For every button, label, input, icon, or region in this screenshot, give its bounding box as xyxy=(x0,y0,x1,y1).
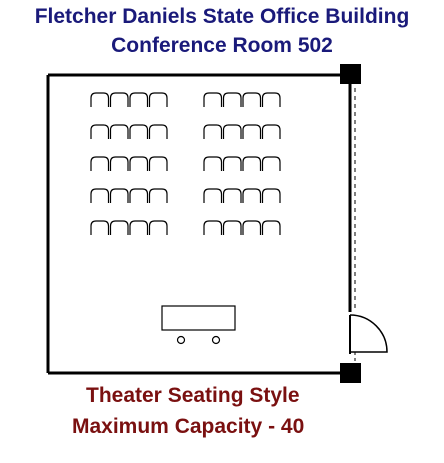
chair xyxy=(148,156,168,171)
capacity-label: Maximum Capacity - 40 xyxy=(72,415,305,438)
chair xyxy=(109,220,129,235)
chair xyxy=(203,92,223,107)
chair xyxy=(203,220,223,235)
door xyxy=(349,314,388,354)
chair xyxy=(90,124,110,139)
building-title: Fletcher Daniels State Office Building xyxy=(34,5,410,28)
column-top-right xyxy=(340,64,361,84)
column-bottom-right xyxy=(340,363,361,383)
room-walls xyxy=(46,73,352,375)
chair xyxy=(222,220,242,235)
chair xyxy=(148,188,168,203)
chair xyxy=(148,92,168,107)
chair xyxy=(109,188,129,203)
chair xyxy=(261,124,281,139)
chair xyxy=(148,220,168,235)
chair xyxy=(203,188,223,203)
table-top xyxy=(161,305,236,331)
chair xyxy=(90,156,110,171)
chair xyxy=(129,188,149,203)
chair xyxy=(242,156,262,171)
chair xyxy=(129,156,149,171)
chair xyxy=(261,220,281,235)
chair xyxy=(90,220,110,235)
chair xyxy=(109,92,129,107)
chair xyxy=(148,124,168,139)
chair xyxy=(203,124,223,139)
chair xyxy=(261,92,281,107)
lectern-table xyxy=(161,305,236,345)
chair xyxy=(242,124,262,139)
seating-area xyxy=(90,92,281,235)
room-title: Conference Room 502 xyxy=(111,34,333,57)
table-leg-left xyxy=(176,335,186,345)
chair xyxy=(222,124,242,139)
chair xyxy=(242,92,262,107)
chair xyxy=(129,124,149,139)
chair xyxy=(222,92,242,107)
chair xyxy=(261,188,281,203)
chair xyxy=(129,220,149,235)
table-leg-right xyxy=(211,335,221,345)
chair xyxy=(129,92,149,107)
chair xyxy=(90,92,110,107)
chair xyxy=(261,156,281,171)
chair xyxy=(109,156,129,171)
chair xyxy=(109,124,129,139)
chair xyxy=(222,188,242,203)
seating-style-label: Theater Seating Style xyxy=(86,384,300,407)
chair xyxy=(203,156,223,171)
chair xyxy=(90,188,110,203)
chair xyxy=(242,220,262,235)
chair xyxy=(242,188,262,203)
chair xyxy=(222,156,242,171)
door-swing xyxy=(349,314,388,353)
